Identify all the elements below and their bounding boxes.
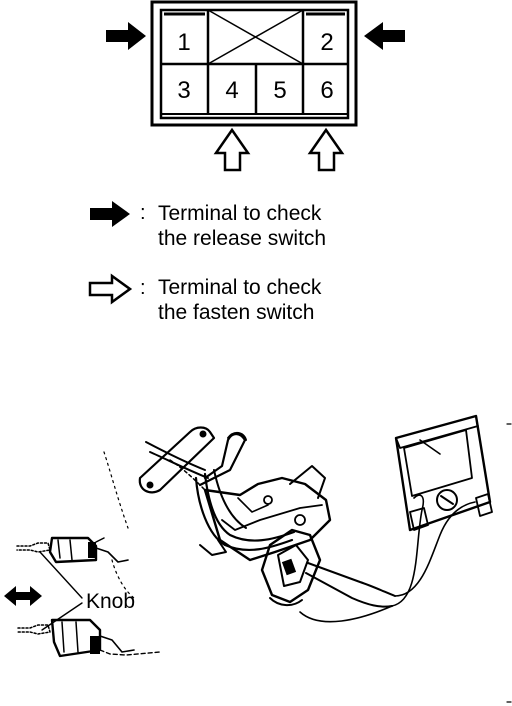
fasten-arrow-4-icon [213,127,251,172]
terminal-1: 1 [177,29,190,56]
fasten-arrow-6-icon [307,127,345,172]
switch-illustration [4,414,512,703]
double-arrow-icon [4,586,42,606]
legend-separator-2: : [140,277,146,299]
hollow-arrow-icon [88,273,133,305]
terminal-5: 5 [273,77,286,104]
connector: 1 2 3 4 5 6 [150,0,358,127]
release-arrow-right-icon [364,22,405,50]
terminal-4: 4 [225,77,238,104]
terminal-3: 3 [177,77,190,104]
terminal-6: 6 [320,77,333,104]
legend: : Terminal to check the release switch :… [88,201,326,324]
solid-arrow-icon [90,201,130,227]
legend-separator-1: : [140,202,146,224]
legend-release-line2: the release switch [158,227,326,250]
knob-label: Knob [86,590,135,613]
release-arrow-left-icon [106,22,146,50]
terminal-2: 2 [320,29,333,56]
legend-fasten-line1: Terminal to check [158,276,322,299]
legend-fasten-line2: the fasten switch [158,301,314,324]
legend-release-line1: Terminal to check [158,202,322,225]
